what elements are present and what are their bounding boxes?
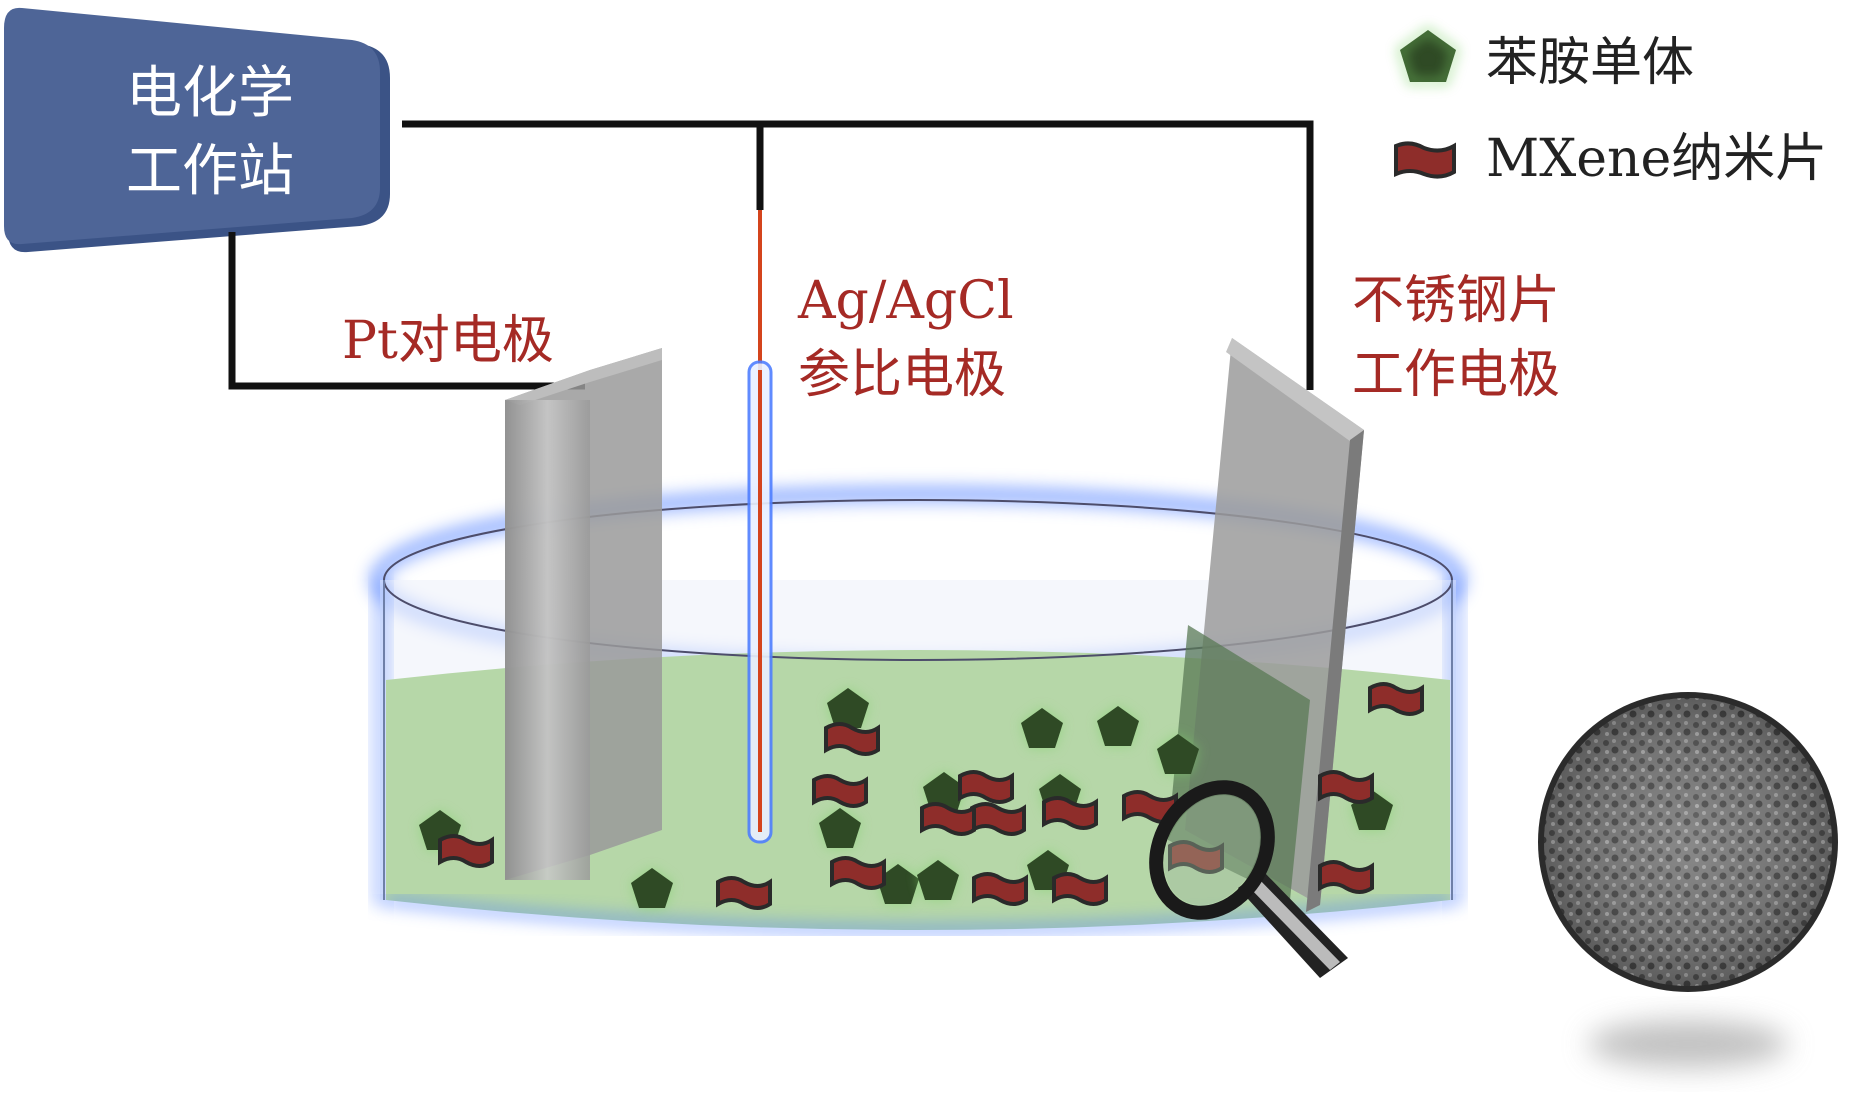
legend-item-mxene: MXene纳米片 [1396,129,1827,189]
nanosheet-icon [1396,143,1454,176]
pt-counter-electrode [505,348,662,880]
legend-item-aniline: 苯胺单体 [1400,30,1694,93]
reference-electrode-label-line2: 参比电极 [798,345,1006,405]
electrochemical-station: 电化学 工作站 [4,8,390,252]
reference-electrode [749,210,771,842]
working-electrode-label-line1: 不锈钢片 [1352,271,1560,331]
legend: 苯胺单体 MXene纳米片 [1396,30,1827,189]
working-electrode-label-line2: 工作电极 [1352,345,1560,405]
legend-label-mxene: MXene纳米片 [1486,129,1827,189]
station-label-line1: 电化学 [126,61,294,126]
reference-electrode-label-line1: Ag/AgCl [797,271,1014,331]
station-label-line2: 工作站 [126,139,294,204]
sem-image [1538,692,1838,1068]
counter-electrode-label: Pt对电极 [342,311,554,371]
legend-label-aniline: 苯胺单体 [1486,33,1694,93]
